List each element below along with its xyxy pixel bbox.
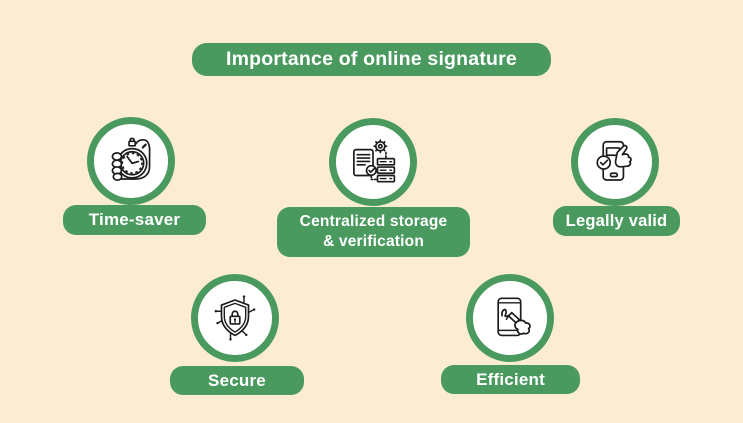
label-legally-valid: Legally valid [553, 206, 680, 236]
shield-lock-icon [214, 295, 256, 341]
label-time-saver: Time-saver [63, 205, 206, 235]
label-secure: Secure [170, 366, 304, 395]
icon-circle-legally-valid [571, 118, 659, 206]
label-efficient: Efficient [441, 365, 580, 394]
title-banner: Importance of online signature [192, 43, 551, 76]
icon-circle-centralized-storage [329, 118, 417, 206]
icon-circle-secure [191, 274, 279, 362]
phone-tap-checkmark-icon [596, 140, 632, 181]
tablet-signature-icon [497, 297, 531, 337]
icon-circle-efficient [466, 274, 554, 362]
page-title: Importance of online signature [226, 48, 517, 70]
label-centralized-storage-line2: & verification [323, 233, 424, 250]
label-legally-valid-text: Legally valid [565, 211, 668, 230]
label-time-saver-text: Time-saver [88, 210, 181, 229]
stopwatch-in-hand-icon [111, 137, 151, 181]
label-efficient-text: Efficient [476, 369, 545, 389]
label-centralized-storage: Centralized storage & verification [277, 207, 470, 257]
label-secure-text: Secure [208, 370, 266, 390]
centralized-storage-icon [353, 139, 396, 183]
label-centralized-storage-line1: Centralized storage [299, 212, 448, 230]
icon-circle-time-saver [87, 117, 175, 205]
